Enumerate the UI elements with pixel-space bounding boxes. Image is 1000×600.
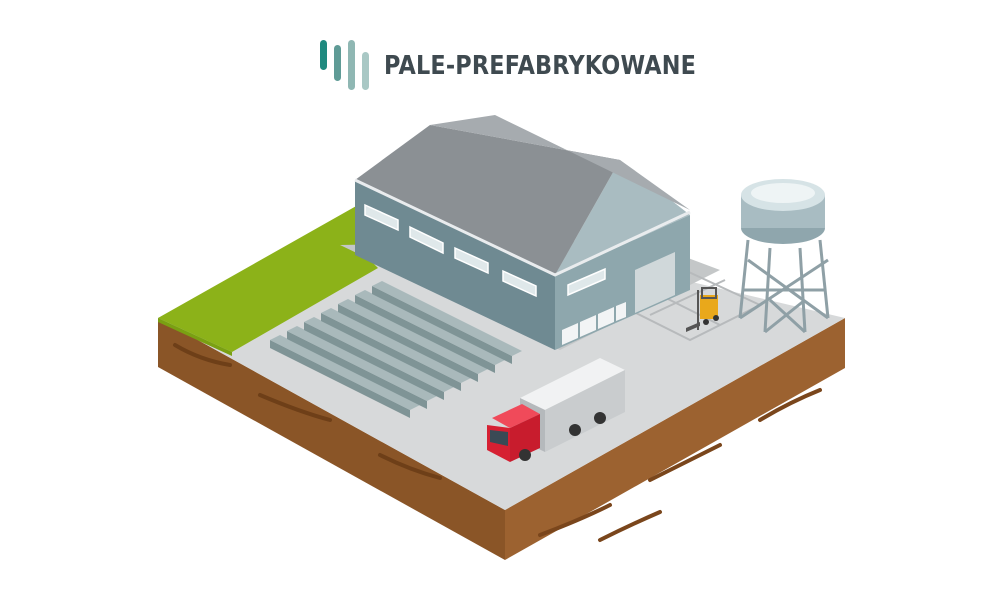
water-tower [738,239,830,334]
precast-piles [270,281,522,418]
pile [338,304,478,382]
pile-top [270,335,420,410]
pile-top [372,281,522,356]
brand-name: PALE-PREFABRYKOWANE [384,51,697,81]
warehouse [354,115,691,350]
pile [321,313,461,391]
forklift [686,287,719,332]
truck [487,358,625,462]
pile-top [287,326,437,401]
pile [287,331,427,409]
soil-block [158,318,845,560]
pile-top [321,308,471,383]
pile [304,322,444,400]
pile [355,295,495,373]
brand-logo: PALE-PREFABRYKOWANE [318,38,747,94]
pile-top [304,317,454,392]
pile [270,340,410,418]
grass-lawn [158,205,378,352]
pile [372,286,512,364]
logo-bars-icon [320,40,369,90]
pile-top [338,299,488,374]
pile-top [355,290,505,365]
